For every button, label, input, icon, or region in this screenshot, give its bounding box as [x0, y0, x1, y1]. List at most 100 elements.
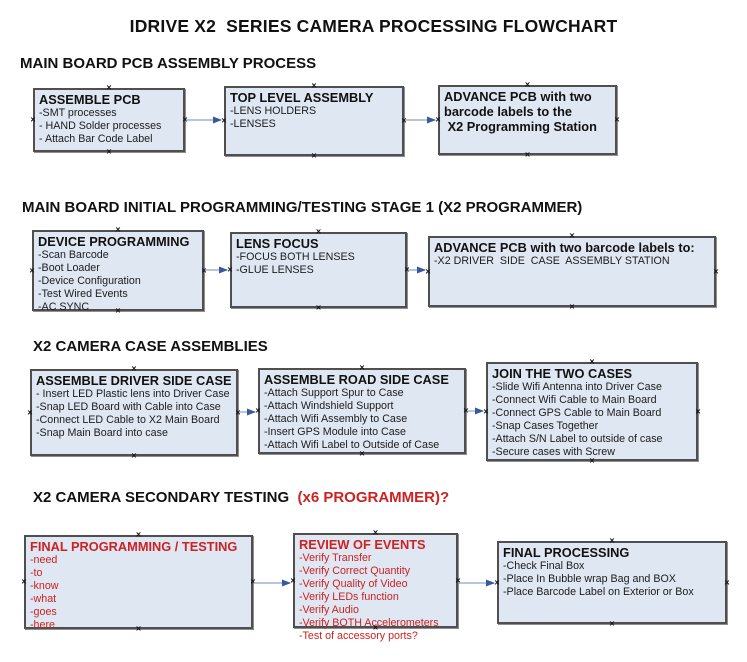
box-title: REVIEW OF EVENTS — [299, 537, 426, 552]
box-title: JOIN THE TWO CASES — [492, 366, 633, 381]
box-item: -Snap Cases Together — [492, 420, 599, 432]
box-item: -LENS HOLDERS — [230, 105, 317, 117]
connection-point-icon: × — [455, 575, 461, 585]
box-item: -Place Barcode Label on Exterior or Box — [503, 586, 694, 598]
box-item: -Secure cases with Screw — [492, 446, 615, 458]
box-item: - Insert LED Plastic lens into Driver Ca… — [36, 388, 230, 400]
box-item: - Attach Bar Code Label — [39, 133, 153, 145]
box-title: FINAL PROGRAMMING / TESTING — [30, 539, 238, 554]
box-item: -Boot Loader — [38, 262, 100, 274]
flow-box-advance-pcb-to-driver-side[interactable]: ADVANCE PCB with two barcode labels to:-… — [425, 231, 719, 311]
section-header-secondary-testing: X2 CAMERA SECONDARY TESTING (x6 PROGRAMM… — [33, 489, 449, 506]
connection-point-icon: × — [21, 576, 27, 587]
connection-point-icon: × — [713, 266, 719, 276]
box-item: -Test Wired Events — [38, 288, 128, 300]
box-title: ASSEMBLE DRIVER SIDE CASE — [36, 373, 232, 388]
connection-point-icon: × — [235, 407, 241, 417]
box-title: FINAL PROCESSING — [503, 545, 630, 560]
box-item: -to — [30, 567, 43, 579]
box-item: -X2 DRIVER SIDE CASE ASSEMBLY STATION — [434, 255, 670, 267]
connection-point-icon: × — [724, 577, 730, 587]
box-item: -Verify Transfer — [299, 552, 372, 564]
connection-point-icon: × — [614, 114, 620, 125]
box-item: -Scan Barcode — [38, 249, 109, 261]
flow-box-assemble-driver-side-case[interactable]: ASSEMBLE DRIVER SIDE CASE- Insert LED Pl… — [27, 364, 241, 460]
section-header-accent: (x6 PROGRAMMER)? — [297, 489, 450, 506]
box-item: -Slide Wifi Antenna into Driver Case — [492, 381, 662, 393]
connection-point-icon: × — [494, 577, 500, 587]
box-item: -Attach Support Spur to Case — [264, 387, 404, 399]
flow-box-final-processing[interactable]: FINAL PROCESSING-Check Final Box-Place I… — [494, 536, 730, 628]
box-item: -what — [30, 593, 57, 605]
box-item: -GLUE LENSES — [236, 264, 314, 276]
connection-point-icon: × — [131, 450, 137, 461]
box-item: -Verify BOTH Accelerometers — [299, 617, 439, 629]
connection-point-icon: × — [227, 264, 233, 275]
box-item: -Place In Bubble wrap Bag and BOX — [503, 573, 676, 585]
box-item: -Attach Wifi Assembly to Case — [264, 413, 408, 425]
flow-box-assemble-pcb[interactable]: ASSEMBLE PCB-SMT processes- HAND Solder … — [30, 83, 188, 156]
flow-box-final-programming-testing[interactable]: FINAL PROGRAMMING / TESTING-need-to-know… — [21, 530, 256, 633]
box-title: LENS FOCUS — [236, 236, 319, 251]
connection-point-icon: × — [524, 149, 531, 160]
box-item: -Attach Windshield Support — [264, 400, 394, 412]
box-item: -Connect LED Cable to X2 Main Board — [36, 414, 220, 426]
section-header-text: MAIN BOARD PCB ASSEMBLY PROCESS — [20, 55, 317, 72]
flow-box-advance-pcb-to-programming[interactable]: ADVANCE PCB with two barcode labels to t… — [435, 80, 620, 159]
connection-point-icon: × — [221, 115, 227, 126]
connection-point-icon: × — [609, 618, 615, 629]
flow-box-assemble-road-side-case[interactable]: ASSEMBLE ROAD SIDE CASE-Attach Support S… — [255, 363, 469, 458]
page-title: IDRIVE X2 SERIES CAMERA PROCESSING FLOWC… — [129, 16, 618, 36]
box-item: -Insert GPS Module into Case — [264, 426, 406, 438]
box-item: -Check Final Box — [503, 560, 585, 572]
connection-point-icon: × — [290, 575, 296, 585]
connection-point-icon: × — [250, 576, 256, 587]
box-item: -here — [30, 619, 55, 631]
connection-point-icon: × — [106, 146, 112, 157]
box-item: -Snap Main Board into case — [36, 427, 168, 439]
box-item: -LENSES — [230, 118, 276, 130]
box-item: -Test of accessory ports? — [299, 630, 418, 642]
box-item: -FOCUS BOTH LENSES — [236, 251, 355, 263]
box-item: -Verify Quality of Video — [299, 578, 408, 590]
box-title: ADVANCE PCB with two barcode labels to t… — [444, 89, 597, 134]
box-item: -Attach S/N Label to outside of case — [492, 433, 663, 445]
box-item: -Snap LED Board with Cable into Case — [36, 401, 221, 413]
section-header-text: X2 CAMERA SECONDARY TESTING — [33, 489, 298, 506]
flow-box-review-of-events[interactable]: REVIEW OF EVENTS-Verify Transfer-Verify … — [290, 528, 461, 642]
connection-point-icon: × — [182, 114, 188, 125]
connection-point-icon: × — [483, 406, 489, 416]
connection-point-icon: × — [30, 114, 36, 125]
box-item: -Connect GPS Cable to Main Board — [492, 407, 662, 419]
connection-point-icon: × — [27, 407, 33, 417]
connection-point-icon: × — [29, 265, 35, 275]
connection-point-icon: × — [404, 264, 410, 275]
flow-box-lens-focus[interactable]: LENS FOCUS-FOCUS BOTH LENSES-GLUE LENSES… — [227, 227, 410, 312]
flow-box-top-level-assembly[interactable]: TOP LEVEL ASSEMBLY-LENS HOLDERS-LENSES××… — [221, 81, 406, 160]
section-header-text: MAIN BOARD INITIAL PROGRAMMING/TESTING S… — [22, 199, 583, 216]
connection-point-icon: × — [695, 406, 701, 416]
box-title: ASSEMBLE ROAD SIDE CASE — [264, 372, 449, 387]
box-item: - HAND Solder processes — [39, 120, 162, 132]
box-item: -Device Configuration — [38, 275, 141, 287]
section-header-text: X2 CAMERA CASE ASSEMBLIES — [33, 338, 268, 355]
section-header-case-assemblies: X2 CAMERA CASE ASSEMBLIES — [33, 338, 268, 355]
flow-box-join-the-two-cases[interactable]: JOIN THE TWO CASES-Slide Wifi Antenna in… — [483, 357, 701, 465]
flow-box-device-programming[interactable]: DEVICE PROGRAMMING-Scan Barcode-Boot Loa… — [29, 225, 207, 315]
connection-point-icon: × — [201, 265, 207, 275]
connection-point-icon: × — [315, 302, 322, 313]
box-title: ASSEMBLE PCB — [39, 92, 141, 107]
section-header-pcb-assembly: MAIN BOARD PCB ASSEMBLY PROCESS — [20, 55, 316, 72]
box-item: -Attach Wifi Label to Outside of Case — [264, 439, 440, 451]
box-item: -Connect Wifi Cable to Main Board — [492, 394, 657, 406]
connection-point-icon: × — [463, 405, 469, 416]
box-item: -Verify Audio — [299, 604, 360, 616]
connection-point-icon: × — [569, 301, 575, 312]
section-header-stage1-programming: MAIN BOARD INITIAL PROGRAMMING/TESTING S… — [22, 199, 582, 216]
box-title: DEVICE PROGRAMMING — [38, 234, 190, 249]
box-title: ADVANCE PCB with two barcode labels to: — [434, 240, 695, 255]
box-item: -AC SYNC — [38, 301, 90, 313]
box-item: -Verify Correct Quantity — [299, 565, 411, 577]
box-title: TOP LEVEL ASSEMBLY — [230, 90, 374, 105]
